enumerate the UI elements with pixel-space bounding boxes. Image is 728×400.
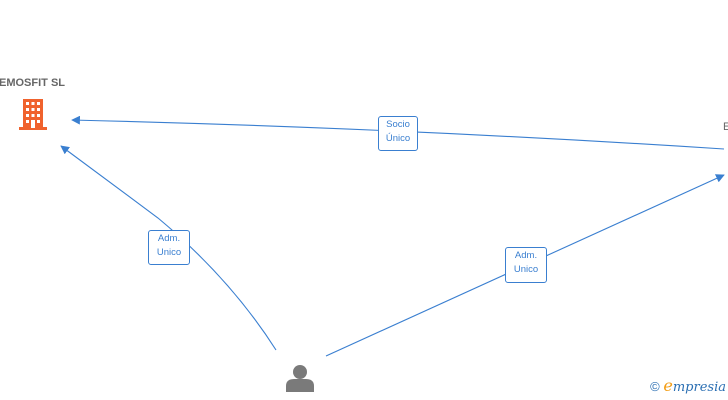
edge-label-line1: Adm. — [514, 250, 538, 261]
brand-name: mpresia — [672, 380, 726, 395]
edge-label-adm-right: Adm. Unico — [505, 247, 547, 283]
empresia-watermark: © empresia — [650, 376, 726, 395]
edge-label-line1: Socio — [386, 119, 410, 130]
edge-label-adm-left: Adm. Unico — [148, 230, 190, 265]
brand-initial: e — [663, 376, 673, 395]
edge-label-line2: Único — [385, 133, 411, 144]
edge-adm-left — [60, 145, 277, 351]
company-left-label[interactable]: EMOSFIT SL — [0, 77, 65, 89]
copyright-symbol: © — [650, 379, 660, 394]
company-right-label[interactable]: E — [723, 121, 728, 133]
building-icon[interactable] — [19, 99, 47, 130]
edge-label-line1: Adm. — [157, 233, 181, 244]
edge-label-socio-unico: Socio Único — [378, 116, 418, 151]
edge-label-line2: Unico — [513, 264, 539, 275]
person-icon[interactable] — [286, 365, 314, 392]
edge-label-line2: Unico — [156, 247, 182, 258]
